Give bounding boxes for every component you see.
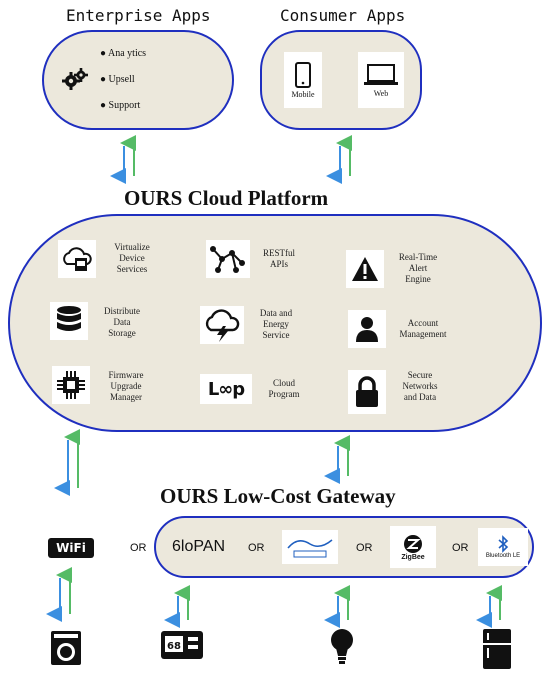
virtualize-label: Virtualize Device Services <box>114 242 150 274</box>
arrow-enterprise-cloud <box>110 135 136 184</box>
sub-ghz-logo <box>282 530 338 564</box>
energy-tile <box>200 306 244 344</box>
secure-label: Secure Networks and Data <box>402 370 438 402</box>
zigbee-text: ZigBee <box>401 553 425 561</box>
gateway-title: OURS Low-Cost Gateway <box>160 484 396 508</box>
energy-label: Data and Energy Service <box>259 308 293 340</box>
bluetooth-logo: Bluetooth LE <box>478 528 528 566</box>
svg-text:68: 68 <box>167 641 181 652</box>
arrow-gateway-bulb <box>324 585 350 628</box>
loop-logo: L∞p <box>207 378 245 400</box>
wifi-text: WiFi <box>56 541 86 555</box>
washer-device <box>50 630 82 671</box>
thermostat-device: 68 <box>160 630 204 665</box>
account-tile <box>348 310 386 348</box>
database-icon <box>57 306 81 331</box>
firmware-label: Firmware Upgrade Manager <box>108 370 144 402</box>
mobile-label: Mobile <box>291 89 315 99</box>
light-bulb-icon <box>331 629 353 664</box>
or-1: OR <box>248 542 265 554</box>
consumer-apps-panel: Mobile Web <box>260 30 422 130</box>
refrigerator-icon <box>483 629 511 669</box>
web-label: Web <box>373 88 389 98</box>
chip-icon <box>57 371 85 399</box>
network-nodes-icon <box>210 246 245 273</box>
restful-label: RESTful APIs <box>262 248 295 269</box>
cloud-platform-panel: Virtualize Device Services RESTful APIs … <box>8 214 542 432</box>
arrow-gateway-fridge <box>476 585 502 628</box>
enterprise-item-analytics: ● Ana ytics <box>100 48 147 59</box>
storm-cloud-icon <box>205 309 240 342</box>
zigbee-logo: ZigBee <box>390 526 436 568</box>
restful-tile <box>206 240 250 278</box>
alert-tile <box>346 250 384 288</box>
bluetooth-text: Bluetooth LE <box>485 553 521 559</box>
warning-icon <box>352 257 378 281</box>
or-2: OR <box>356 542 373 554</box>
sixlowpan-text: 6loPAN <box>172 538 226 555</box>
web-tile: Web <box>358 52 404 108</box>
secure-tile <box>348 370 386 414</box>
gears-icon <box>62 68 88 90</box>
or-3: OR <box>452 542 469 554</box>
arrow-cloud-wifi <box>54 429 80 496</box>
cloud-device-icon <box>63 247 92 271</box>
fridge-device <box>482 628 512 675</box>
enterprise-item-upsell: ● Upsell <box>100 74 135 85</box>
thermostat-icon: 68 <box>161 631 203 659</box>
loop-label: Cloud Program <box>268 378 300 399</box>
storage-tile <box>50 302 88 340</box>
enterprise-apps-panel: ● Ana ytics ● Upsell ● Support <box>42 30 234 130</box>
virtualize-tile <box>58 240 96 278</box>
wave-logo-icon <box>287 539 333 558</box>
user-icon <box>356 317 378 342</box>
enterprise-item-support: ● Support <box>100 100 141 111</box>
storage-label: Distribute Data Storage <box>104 306 140 338</box>
arrow-cloud-gateway <box>324 435 350 484</box>
cloud-platform-title: OURS Cloud Platform <box>124 186 329 210</box>
wifi-logo: WiFi <box>48 538 94 558</box>
lock-icon <box>356 376 378 407</box>
arrow-wifi-washer <box>46 567 72 622</box>
enterprise-apps-title: Enterprise Apps <box>66 6 211 25</box>
alert-label: Real-Time Alert Engine <box>398 252 438 284</box>
account-label: Account Management <box>399 318 447 339</box>
consumer-apps-title: Consumer Apps <box>280 6 406 25</box>
gateway-panel: 6loPAN OR OR ZigBee OR Bluetooth LE <box>154 516 534 578</box>
arrow-gateway-thermostat <box>164 585 190 628</box>
mobile-tile: Mobile <box>284 52 322 108</box>
bluetooth-icon <box>498 535 509 553</box>
arrow-consumer-cloud <box>326 135 352 184</box>
laptop-icon <box>364 63 398 85</box>
zigbee-icon <box>404 534 422 553</box>
mobile-phone-icon <box>295 61 311 88</box>
washing-machine-icon <box>51 631 81 665</box>
firmware-tile <box>52 366 90 404</box>
or-wifi: OR <box>130 542 147 554</box>
loop-tile: L∞p <box>200 374 252 404</box>
bulb-device <box>330 628 354 671</box>
